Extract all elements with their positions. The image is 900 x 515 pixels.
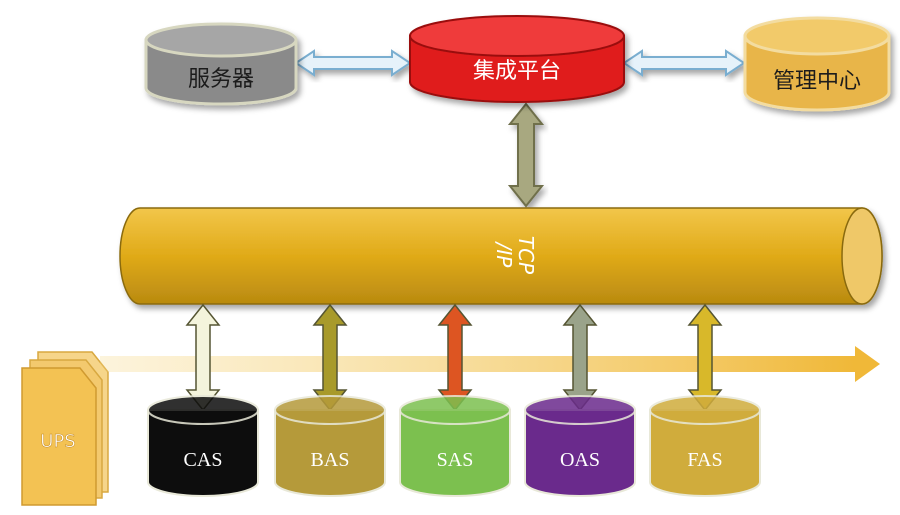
subsystem-cylinder-body <box>399 409 511 497</box>
subsystem-bas: BAS <box>274 303 386 497</box>
ups-label: UPS <box>40 431 75 452</box>
subsystem-cylinder-top <box>147 395 259 425</box>
bus-pipe-end <box>841 207 883 305</box>
subsystem-label: BAS <box>311 449 350 471</box>
platform-cylinder-top <box>409 15 625 57</box>
subsystem-cylinder-body <box>649 409 761 497</box>
mgmt-label: 管理中心 <box>773 69 861 94</box>
subsystem-label: FAS <box>687 449 722 471</box>
subsystem-cylinder-top <box>274 395 386 425</box>
mgmt-cylinder-body <box>743 34 891 112</box>
bus-label-group: TCP /IP <box>492 236 538 275</box>
server-node: 服务器 <box>144 22 298 106</box>
double-arrow-vertical <box>507 102 545 208</box>
subsystem-group: CAS BAS SAS OAS FAS <box>147 303 761 497</box>
subsystem-cylinder-top <box>524 395 636 425</box>
server-cylinder-top <box>144 22 298 58</box>
subsystem-label: SAS <box>437 449 474 471</box>
subsystem-cylinder-body <box>147 409 259 497</box>
flow-arrow-shaft <box>100 356 855 372</box>
subsystem-cylinder-top <box>399 395 511 425</box>
subsystem-oas: OAS <box>524 303 636 497</box>
link-platform-mgmt <box>622 49 746 77</box>
subsystem-cylinder-top <box>649 395 761 425</box>
mgmt-node: 管理中心 <box>743 16 891 112</box>
tcpip-bus: TCP /IP <box>119 207 883 305</box>
ups-sheet-front <box>21 367 97 506</box>
platform-label: 集成平台 <box>473 59 561 84</box>
ups-unit: UPS <box>21 351 109 506</box>
subsystem-cylinder-body <box>274 409 386 497</box>
subsystem-cylinder-body <box>524 409 636 497</box>
server-cylinder-body <box>144 38 298 106</box>
link-server-platform <box>294 49 412 77</box>
subsystem-sas: SAS <box>399 303 511 497</box>
bus-label-line1: TCP <box>514 236 538 275</box>
platform-node: 集成平台 <box>409 15 625 103</box>
link-platform-bus <box>507 102 545 208</box>
double-arrow-horizontal <box>294 49 412 77</box>
subsystem-fas: FAS <box>649 303 761 497</box>
double-arrow-horizontal <box>622 49 746 77</box>
subsystem-cas: CAS <box>147 303 259 497</box>
subsystem-label: CAS <box>184 449 223 471</box>
subsystem-label: OAS <box>560 449 600 471</box>
flow-arrow-head <box>855 346 880 382</box>
mgmt-cylinder-top <box>743 16 891 56</box>
power-flow-arrow <box>100 346 880 382</box>
server-label: 服务器 <box>188 67 254 92</box>
bus-label-line2: /IP <box>492 241 516 269</box>
